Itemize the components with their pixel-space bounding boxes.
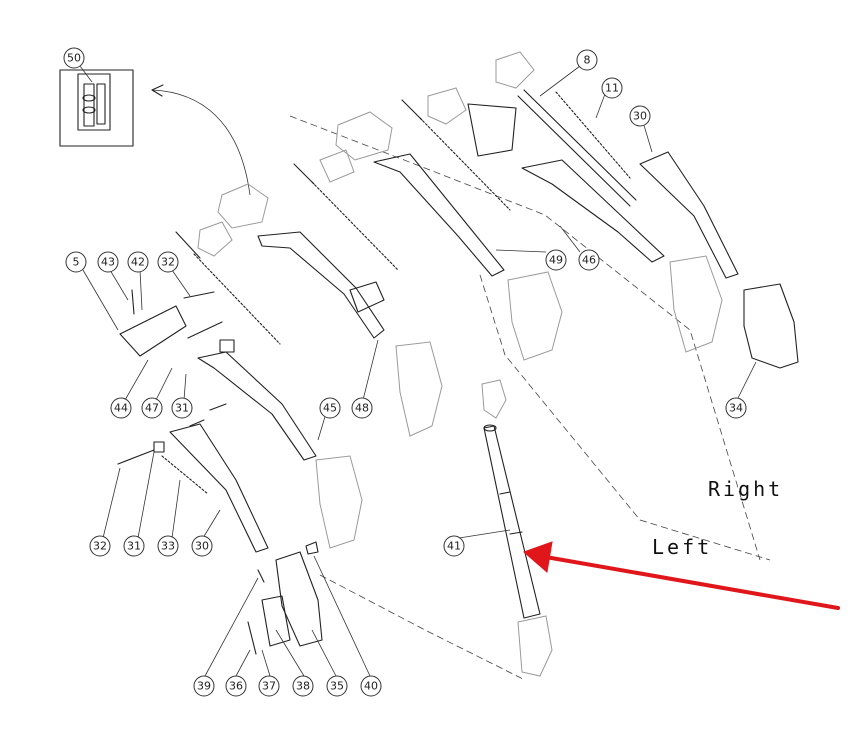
nuts-40 [305, 541, 319, 555]
callout-36: 36 [225, 675, 247, 697]
spring-coil-left [175, 231, 281, 345]
svg-text:41: 41 [447, 540, 461, 553]
spring-coil-top [401, 99, 511, 211]
callout-40: 40 [360, 675, 382, 697]
callout-33: 33 [157, 535, 179, 557]
callout-11: 11 [601, 77, 623, 99]
label-right: Right [708, 477, 783, 501]
callout-39: 39 [193, 675, 215, 697]
callout-44: 44 [110, 397, 132, 419]
housing-34 [743, 283, 799, 369]
callout-30-right: 30 [629, 105, 651, 127]
ghost-housings [197, 51, 723, 677]
bracket-5-42 [119, 289, 187, 357]
callout-46: 46 [578, 249, 600, 271]
svg-text:43: 43 [101, 256, 115, 269]
svg-text:44: 44 [114, 402, 128, 415]
callout-47: 47 [141, 397, 163, 419]
dashed-boundaries [289, 115, 771, 681]
svg-text:35: 35 [330, 680, 344, 693]
callout-41: 41 [443, 535, 465, 557]
arm-30-right [639, 151, 739, 279]
label-left: Left [652, 535, 712, 559]
rod-8 [517, 89, 637, 207]
spring-33 [161, 455, 209, 495]
callout-42: 42 [127, 251, 149, 273]
svg-text:8: 8 [584, 54, 591, 67]
svg-text:11: 11 [605, 82, 619, 95]
svg-text:46: 46 [582, 254, 596, 267]
callout-50: 50 [63, 47, 85, 69]
callout-31-upper: 31 [171, 397, 193, 419]
svg-text:5: 5 [73, 256, 80, 269]
callout-5: 5 [65, 251, 87, 273]
svg-text:32: 32 [93, 540, 107, 553]
sweep-arrow [151, 89, 251, 196]
arm-45 [197, 339, 317, 461]
svg-text:39: 39 [197, 680, 211, 693]
svg-text:40: 40 [364, 680, 378, 693]
red-pointer-arrow [523, 541, 840, 610]
svg-text:42: 42 [131, 256, 145, 269]
svg-text:31: 31 [175, 402, 189, 415]
svg-text:37: 37 [262, 680, 276, 693]
callout-48: 48 [351, 397, 373, 419]
spring-11 [555, 91, 631, 179]
svg-text:30: 30 [195, 540, 209, 553]
callout-49: 49 [545, 249, 567, 271]
callout-32-lower: 32 [89, 535, 111, 557]
arm-48 [257, 231, 385, 339]
svg-text:32: 32 [161, 256, 175, 269]
callout-37: 37 [258, 675, 280, 697]
svg-text:48: 48 [355, 402, 369, 415]
arm-49 [373, 103, 517, 277]
svg-text:34: 34 [729, 402, 743, 415]
housing-35 [275, 551, 323, 647]
svg-text:50: 50 [67, 52, 81, 65]
arm-46 [521, 159, 665, 263]
callout-38: 38 [292, 675, 314, 697]
spring-coil-center [293, 163, 399, 271]
screws-36-37-39 [247, 569, 265, 655]
svg-text:33: 33 [161, 540, 175, 553]
callout-31-lower: 31 [123, 535, 145, 557]
bolts-32-47 [183, 291, 223, 339]
tube-41 [483, 424, 541, 619]
svg-text:31: 31 [127, 540, 141, 553]
svg-text:38: 38 [296, 680, 310, 693]
svg-text:36: 36 [229, 680, 243, 693]
svg-text:30: 30 [633, 110, 647, 123]
callout-30-left: 30 [191, 535, 213, 557]
callout-43: 43 [97, 251, 119, 273]
inset-part-50 [59, 69, 134, 147]
svg-text:45: 45 [323, 402, 337, 415]
callout-8: 8 [576, 49, 598, 71]
spacer-31-lower [153, 441, 165, 453]
callout-leaders [79, 65, 757, 677]
bolt-32-lower [117, 449, 155, 465]
svg-text:47: 47 [145, 402, 159, 415]
callout-45: 45 [319, 397, 341, 419]
callout-32-upper: 32 [157, 251, 179, 273]
arm-30-left [169, 403, 269, 553]
bracket-38 [261, 595, 291, 647]
sweep-arrowhead [151, 84, 164, 97]
callout-34: 34 [725, 397, 747, 419]
svg-text:49: 49 [549, 254, 563, 267]
callout-35: 35 [326, 675, 348, 697]
